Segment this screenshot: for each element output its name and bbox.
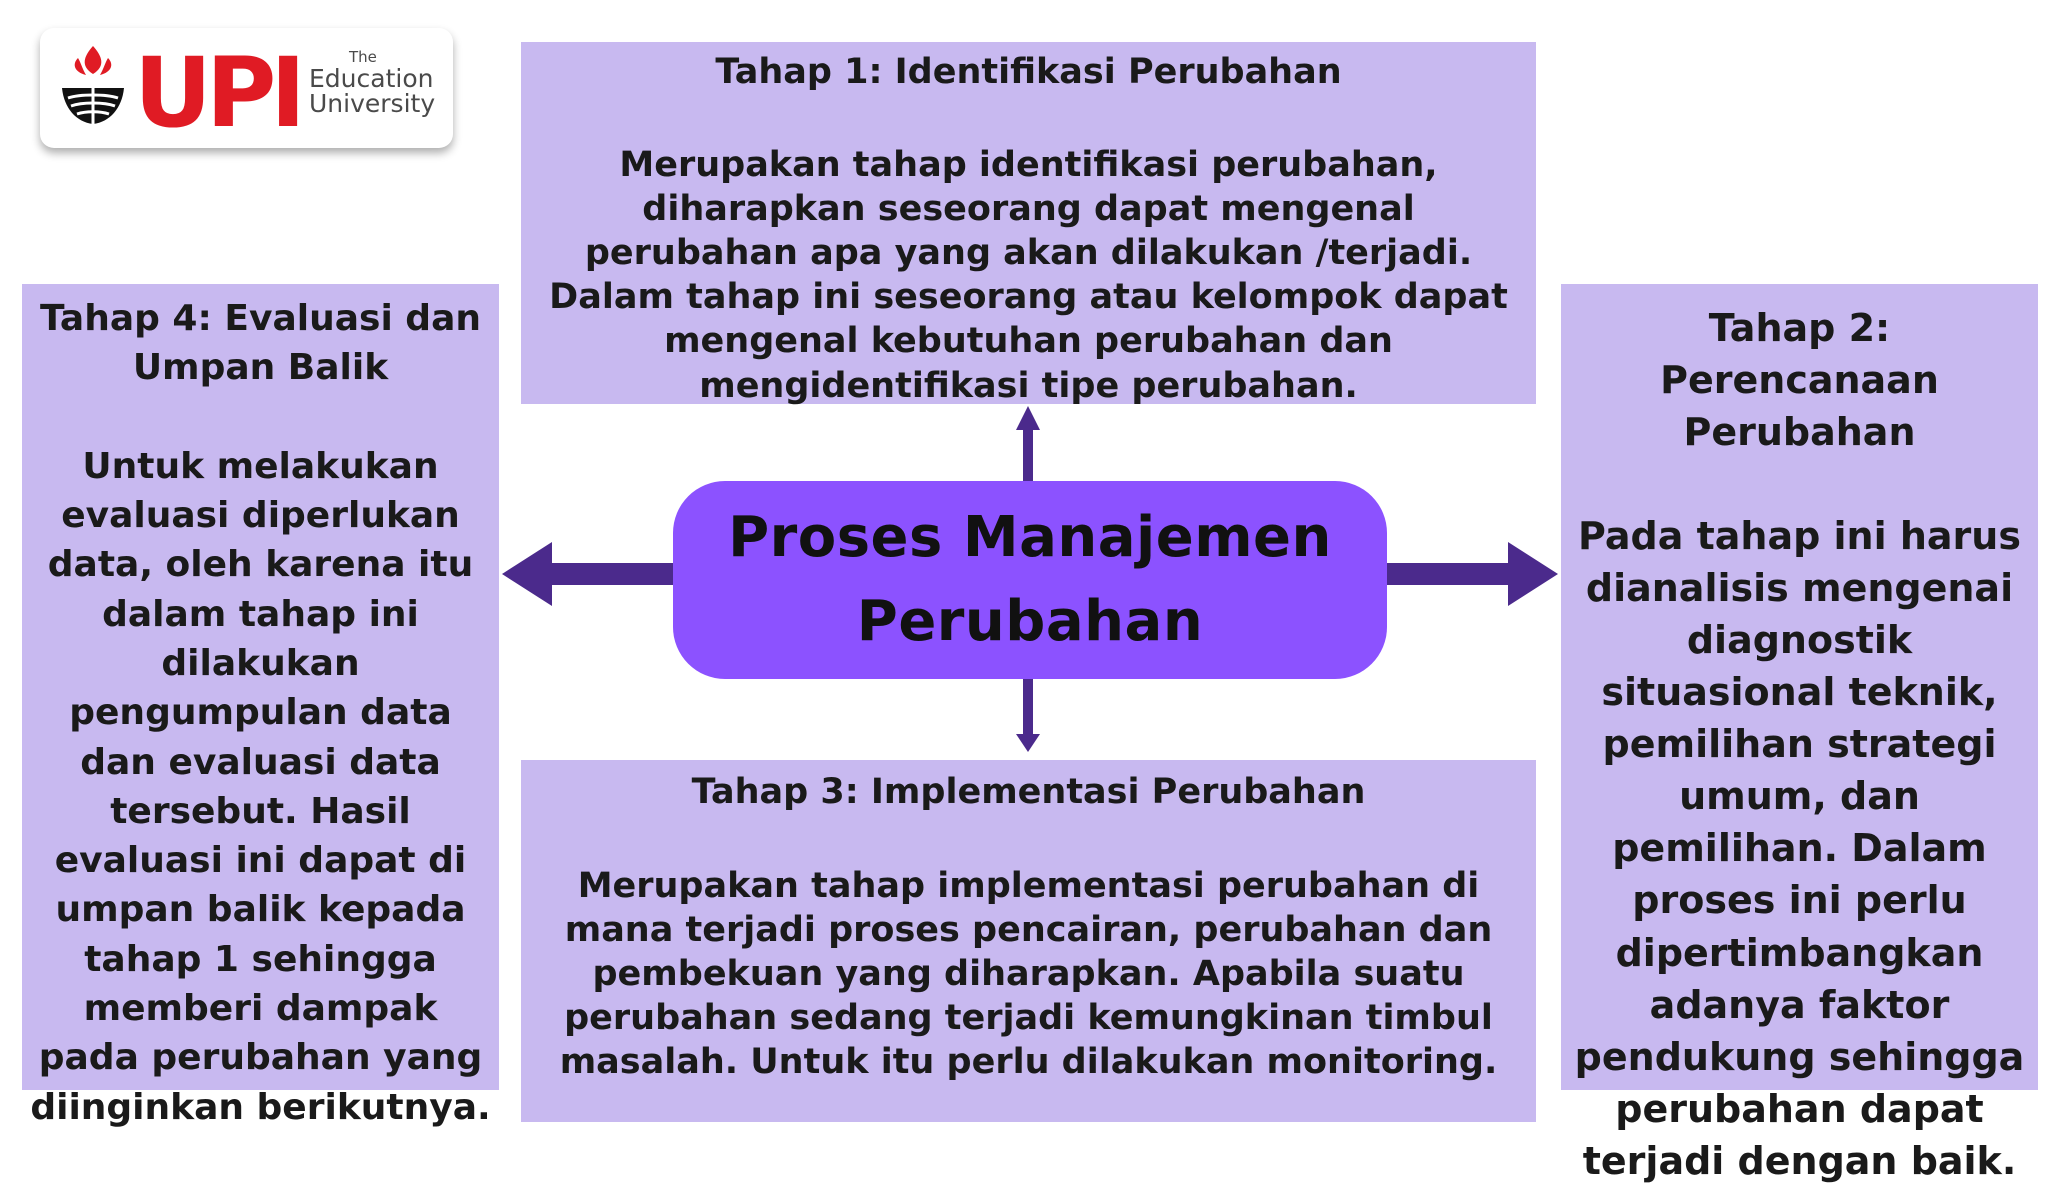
logo-tagline: The Education University (309, 48, 436, 118)
stage-title: Tahap 1: Identifikasi Perubahan (715, 52, 1342, 92)
stage-description: Untuk melakukan evaluasi diperlukan data… (30, 445, 491, 1128)
center-title-line-1: Proses Manajemen (728, 505, 1332, 570)
logo-tagline-education: Education (309, 64, 434, 93)
stage-box-tahap-3: Tahap 3: Implementasi Perubahan Merupaka… (521, 760, 1536, 1122)
arrow-right-head (1508, 542, 1558, 606)
center-title: Proses Manajemen Perubahan (728, 496, 1332, 664)
arrow-left-head (502, 542, 552, 606)
upi-logo: UPI The Education University (40, 28, 453, 148)
arrow-down-shaft (1023, 678, 1033, 736)
arrow-left-shaft (550, 563, 676, 585)
arrow-down-head (1016, 734, 1040, 752)
stage-box-tahap-1: Tahap 1: Identifikasi Perubahan Merupaka… (521, 42, 1536, 406)
stage-box-tahap-4: Tahap 4: Evaluasi dan Umpan Balik Untuk … (22, 284, 499, 1128)
stage-title: Tahap 4: Evaluasi dan Umpan Balik (39, 298, 482, 389)
arrow-up-shaft (1023, 430, 1033, 482)
logo-tagline-university: University (309, 89, 436, 118)
center-node: Proses Manajemen Perubahan (673, 481, 1387, 679)
stage-description: Merupakan tahap identifikasi perubahan, … (549, 145, 1508, 406)
upi-emblem-icon (62, 46, 124, 124)
stage-description: Merupakan tahap implementasi perubahan d… (559, 866, 1498, 1083)
stage-title: Tahap 3: Implementasi Perubahan (691, 772, 1366, 812)
center-title-line-2: Perubahan (856, 589, 1204, 654)
stage-title: Tahap 2: Perencanaan Perubahan (1660, 306, 1939, 455)
logo-tagline-the: The (349, 48, 377, 66)
arrow-right-shaft (1385, 563, 1511, 585)
connector-arrows (502, 406, 1558, 752)
upi-wordmark: UPI (134, 42, 302, 134)
svg-text:UPI: UPI (134, 42, 300, 134)
stage-description: Pada tahap ini harus dianalisis mengenai… (1574, 514, 2025, 1183)
arrow-up-head (1016, 406, 1040, 430)
stage-box-tahap-2: Tahap 2: Perencanaan Perubahan Pada taha… (1561, 284, 2038, 1183)
